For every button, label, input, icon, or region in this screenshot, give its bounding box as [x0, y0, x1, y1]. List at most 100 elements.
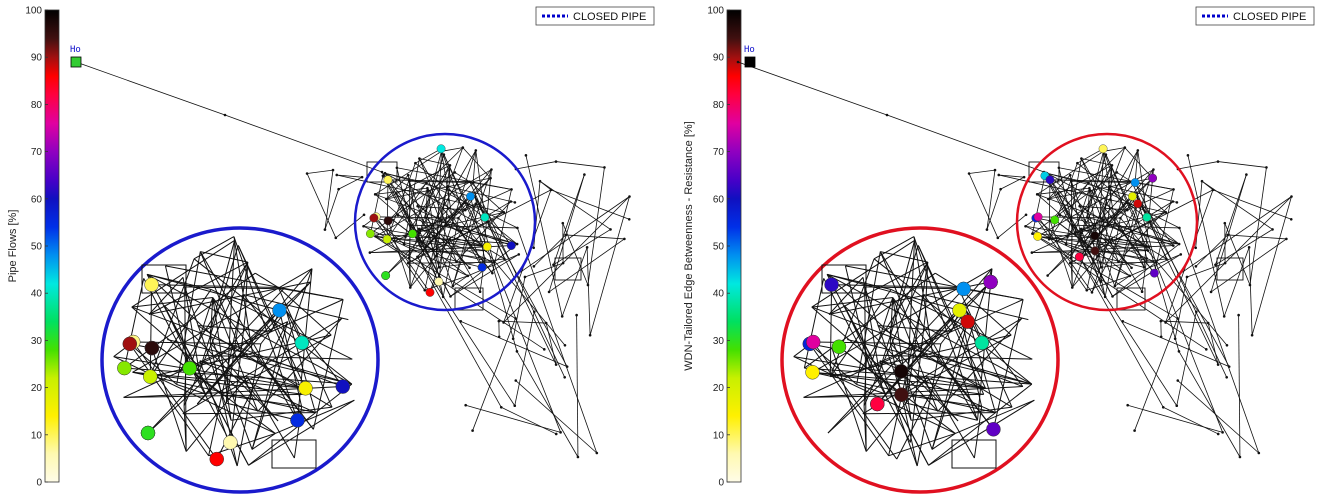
- inset-pipe: [193, 236, 235, 260]
- pipe: [1037, 235, 1150, 248]
- pipe: [1114, 203, 1139, 287]
- junction: [1176, 317, 1179, 320]
- pipe: [498, 320, 547, 324]
- pipe: [525, 155, 563, 317]
- junction: [445, 223, 448, 227]
- inset-pipe: [212, 297, 232, 421]
- inset-pipe: [199, 360, 306, 389]
- inset-pipe: [973, 406, 983, 459]
- pipe: [443, 154, 487, 251]
- junction: [455, 260, 458, 263]
- junction: [1130, 266, 1133, 270]
- junction: [305, 172, 309, 175]
- pipe: [465, 404, 561, 433]
- junction: [478, 290, 482, 293]
- junction: [1176, 379, 1180, 382]
- inset-pipe: [208, 432, 276, 457]
- junction: [418, 157, 421, 160]
- junction: [337, 187, 340, 191]
- inset-pipe: [869, 299, 1024, 369]
- pipe: [1087, 151, 1104, 212]
- junction: [996, 236, 1000, 240]
- junction: [514, 317, 517, 320]
- junction: [1088, 186, 1091, 190]
- junction: [565, 365, 569, 368]
- inset-flow-node: [805, 365, 820, 380]
- pipe: [425, 151, 442, 212]
- inset-pipe: [879, 251, 978, 421]
- junction: [383, 171, 387, 175]
- junction: [1159, 335, 1163, 339]
- junction: [425, 181, 428, 185]
- pipe: [589, 196, 630, 336]
- junction: [564, 233, 568, 237]
- junction: [426, 186, 429, 190]
- junction: [1070, 179, 1073, 183]
- junction: [437, 266, 441, 269]
- pipe: [1031, 250, 1149, 253]
- inset-flow-node: [974, 335, 990, 351]
- junction: [449, 295, 452, 298]
- junction: [1216, 160, 1220, 163]
- pipe: [1069, 201, 1174, 264]
- junction: [1030, 251, 1034, 254]
- colorbar-tick-label: 10: [31, 430, 43, 441]
- inset-pipe: [182, 277, 203, 388]
- inset-pipe: [931, 433, 956, 450]
- junction: [374, 235, 377, 238]
- pipe: [1195, 234, 1229, 267]
- pipe: [1178, 351, 1241, 458]
- inset-pipe: [209, 240, 236, 334]
- inset-pipe: [237, 245, 305, 395]
- junction: [424, 216, 428, 219]
- junction: [406, 173, 410, 177]
- colorbar-label: WDN-Tailored Edge Betweenness - Resistan…: [683, 121, 695, 370]
- inset-pipe: [200, 245, 239, 368]
- pipe: [415, 148, 442, 164]
- pipe: [386, 163, 416, 240]
- inset-pipe: [148, 281, 311, 315]
- junction: [483, 257, 487, 260]
- pipe: [515, 380, 598, 454]
- colored-nodes: [117, 144, 516, 467]
- junction: [509, 200, 513, 203]
- pipe: [387, 147, 464, 222]
- inset-pipe: [184, 286, 232, 421]
- junction: [1086, 209, 1089, 213]
- inset-pipe: [149, 258, 195, 377]
- pipe: [512, 276, 526, 339]
- junction: [1108, 184, 1111, 188]
- flow-node: [1142, 212, 1152, 222]
- pipe: [533, 234, 567, 267]
- inset-pipe: [811, 306, 881, 368]
- junction: [464, 208, 467, 212]
- pipe: [474, 196, 512, 246]
- inset-pipe: [231, 406, 333, 421]
- junction: [1128, 274, 1132, 278]
- pipe: [449, 239, 481, 292]
- pipe: [1036, 150, 1104, 195]
- pipe: [369, 203, 476, 253]
- pipe: [1122, 320, 1230, 368]
- pipe: [1089, 187, 1119, 262]
- pipe: [1187, 155, 1225, 317]
- pipe: [306, 173, 337, 239]
- pipe: [1079, 256, 1164, 408]
- colorbar-tick-label: 80: [31, 100, 43, 111]
- junction: [1126, 208, 1129, 212]
- pipe: [373, 217, 426, 291]
- inset-pipe: [131, 306, 201, 368]
- junction: [513, 201, 517, 204]
- junction: [1119, 216, 1122, 220]
- junction: [561, 221, 565, 225]
- junction: [1186, 154, 1190, 157]
- inset-flow-node: [209, 451, 224, 467]
- inset-pipe: [236, 343, 262, 467]
- flow-node: [1050, 215, 1060, 225]
- pipe: [1079, 205, 1128, 211]
- flow-node: [1090, 231, 1100, 241]
- legend-box: [1195, 6, 1315, 26]
- inset-pipe: [131, 240, 235, 308]
